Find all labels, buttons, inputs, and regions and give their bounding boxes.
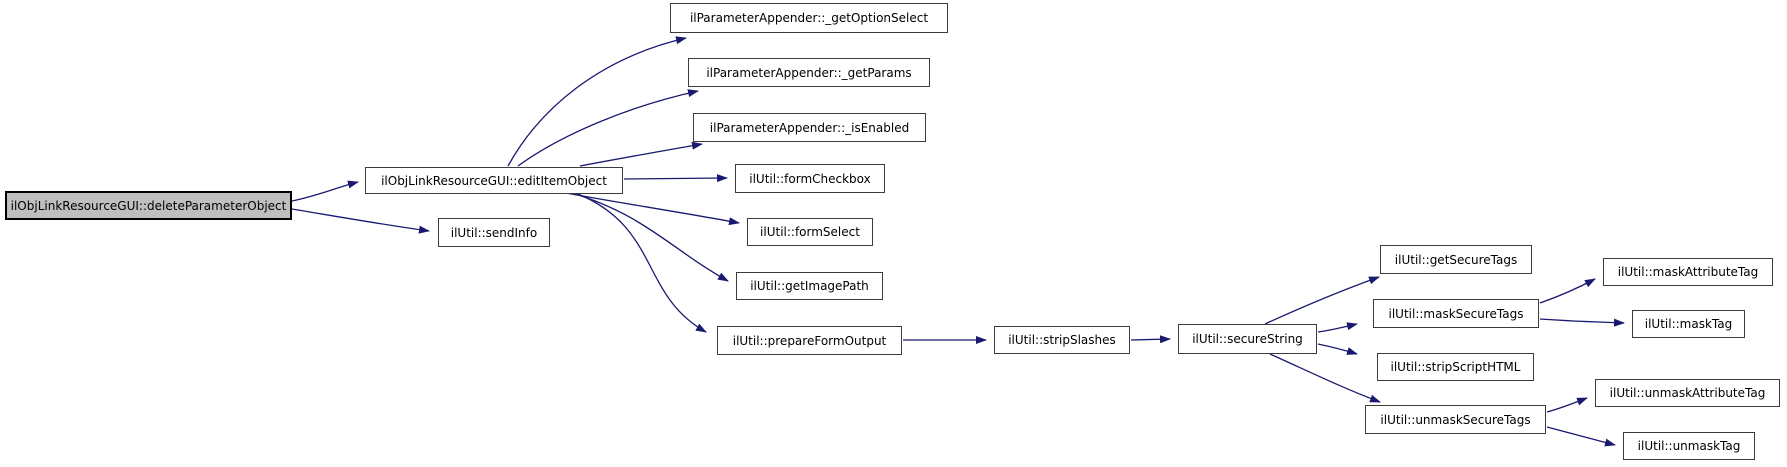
edge-unmaskSecureTags-unmaskAttributeTag — [1546, 397, 1588, 413]
edge-editItemObject-isEnabled — [579, 141, 703, 167]
node-unmaskSecureTags[interactable]: ilUtil::unmaskSecureTags — [1365, 405, 1546, 434]
node-maskAttributeTag[interactable]: ilUtil::maskAttributeTag — [1603, 258, 1773, 286]
edge-editItemObject-getParams — [517, 89, 699, 167]
node-unmaskAttributeTag[interactable]: ilUtil::unmaskAttributeTag — [1595, 379, 1780, 407]
node-stripSlashes[interactable]: ilUtil::stripSlashes — [994, 326, 1130, 354]
node-formSelect[interactable]: ilUtil::formSelect — [747, 218, 873, 246]
edge-editItemObject-getOptionSelect — [507, 36, 687, 167]
node-maskTag[interactable]: ilUtil::maskTag — [1632, 310, 1745, 338]
node-sendInfo[interactable]: ilUtil::sendInfo — [438, 218, 550, 247]
edge-deleteParameterObject-editItemObject — [291, 180, 359, 202]
node-getSecureTags[interactable]: ilUtil::getSecureTags — [1380, 245, 1532, 274]
node-secureString[interactable]: ilUtil::secureString — [1178, 324, 1317, 354]
edge-secureString-unmaskSecureTags — [1269, 353, 1381, 403]
node-unmaskTag[interactable]: ilUtil::unmaskTag — [1623, 432, 1755, 460]
node-editItemObject[interactable]: ilObjLinkResourceGUI::editItemObject — [365, 167, 623, 194]
edge-editItemObject-formCheckbox — [623, 174, 728, 183]
edge-maskSecureTags-maskAttributeTag — [1539, 278, 1596, 304]
edge-stripSlashes-secureString — [1130, 335, 1171, 344]
node-maskSecureTags[interactable]: ilUtil::maskSecureTags — [1373, 299, 1539, 328]
edge-unmaskSecureTags-unmaskTag — [1546, 426, 1616, 447]
edge-secureString-maskSecureTags — [1317, 322, 1358, 333]
edge-secureString-getSecureTags — [1264, 276, 1380, 325]
node-stripScriptHTML[interactable]: ilUtil::stripScriptHTML — [1377, 353, 1534, 381]
edge-deleteParameterObject-sendInfo — [291, 208, 430, 234]
edge-maskSecureTags-maskTag — [1539, 318, 1625, 327]
edge-editItemObject-formSelect — [565, 192, 740, 226]
edge-editItemObject-prepareFormOutput — [577, 193, 707, 333]
node-formCheckbox[interactable]: ilUtil::formCheckbox — [735, 164, 885, 193]
node-deleteParameterObject: ilObjLinkResourceGUI::deleteParameterObj… — [5, 191, 292, 220]
node-prepareFormOutput[interactable]: ilUtil::prepareFormOutput — [717, 326, 902, 355]
node-getOptionSelect[interactable]: ilParameterAppender::_getOptionSelect — [670, 3, 948, 33]
node-getParams[interactable]: ilParameterAppender::_getParams — [688, 58, 930, 87]
edge-editItemObject-getImagePath — [571, 192, 729, 282]
node-isEnabled[interactable]: ilParameterAppender::_isEnabled — [693, 113, 926, 142]
edge-secureString-stripScriptHTML — [1317, 343, 1358, 355]
node-getImagePath[interactable]: ilUtil::getImagePath — [736, 272, 883, 300]
